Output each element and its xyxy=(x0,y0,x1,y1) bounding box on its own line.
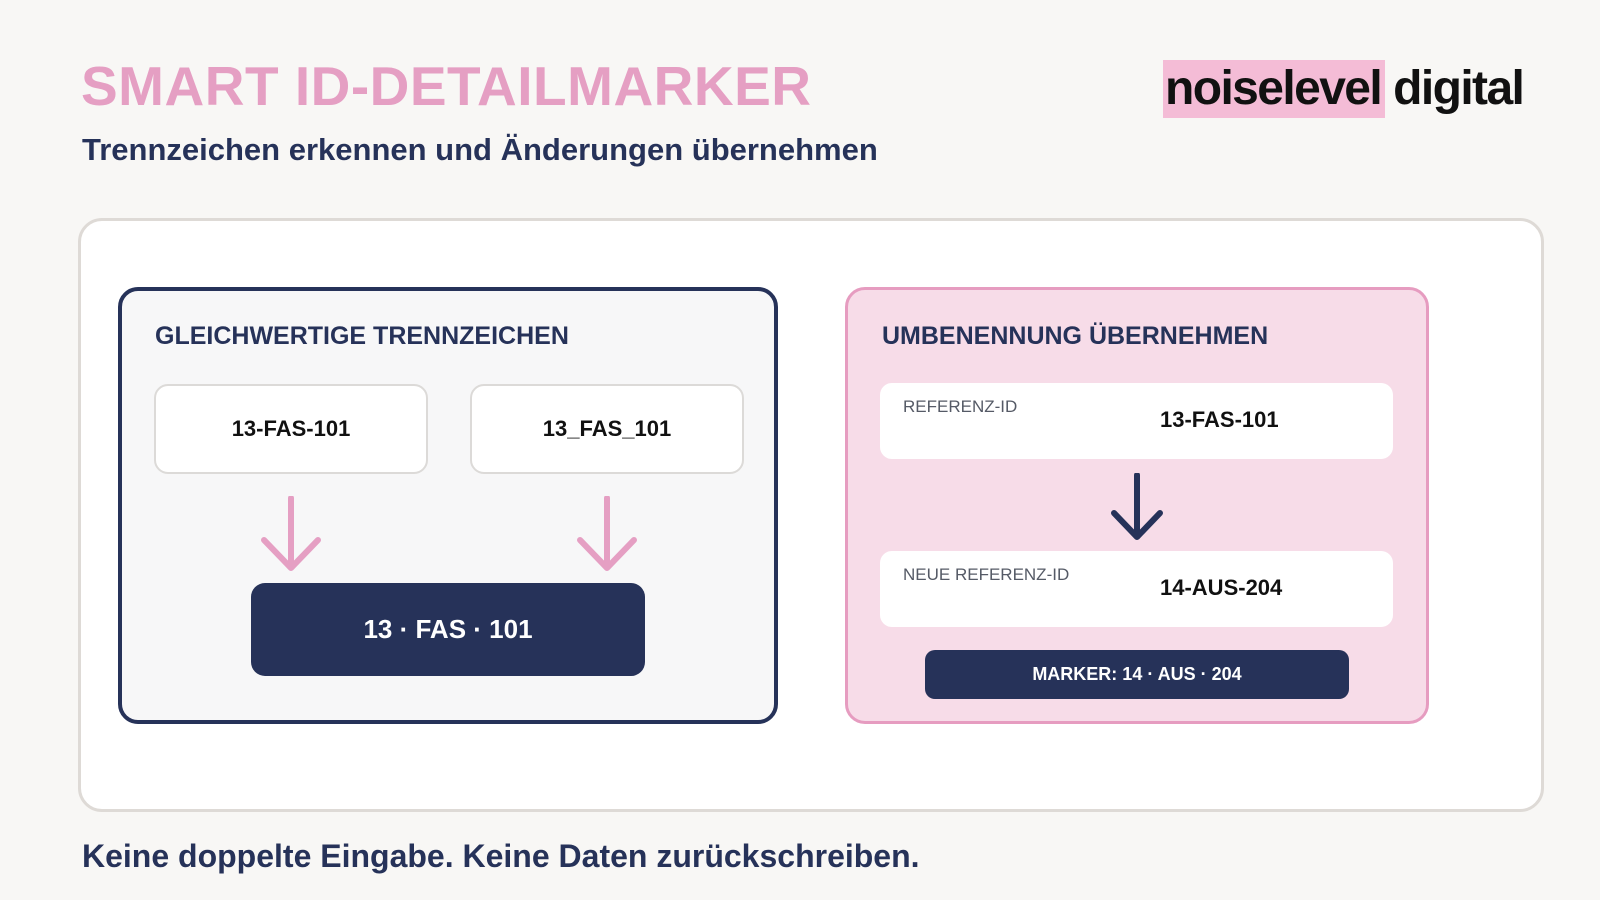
new-reference-id-label: NEUE REFERENZ-ID xyxy=(903,565,1070,584)
arrow-down-icon xyxy=(1111,473,1163,540)
marker-badge: MARKER: 14 · AUS · 204 xyxy=(925,650,1349,699)
logo-rest-text: digital xyxy=(1393,62,1525,115)
footer-statement: Keine doppelte Eingabe. Keine Daten zurü… xyxy=(82,838,920,874)
rename-heading: UMBENENNUNG ÜBERNEHMEN xyxy=(882,322,1269,350)
id-input-underscore: 13_FAS_101 xyxy=(470,384,744,474)
normalized-id-result: 13 · FAS · 101 xyxy=(251,583,645,676)
reference-id-label: REFERENZ-ID xyxy=(903,397,1018,416)
logo-highlight-text: noiselevel xyxy=(1163,60,1386,118)
new-reference-id-value: 14-AUS-204 xyxy=(1160,575,1283,600)
arrow-down-icon xyxy=(577,496,637,571)
reference-id-value: 13-FAS-101 xyxy=(1160,407,1279,432)
arrow-down-icon xyxy=(261,496,321,571)
page-title: SMART ID-DETAILMARKER xyxy=(81,55,812,117)
id-input-hyphen: 13-FAS-101 xyxy=(154,384,428,474)
page-subtitle: Trennzeichen erkennen und Änderungen übe… xyxy=(82,132,878,167)
equivalent-separators-heading: GLEICHWERTIGE TRENNZEICHEN xyxy=(155,322,569,350)
brand-logo: noiselevel digital xyxy=(1163,60,1525,118)
new-reference-id-box: NEUE REFERENZ-ID 14-AUS-204 xyxy=(880,551,1393,627)
reference-id-box: REFERENZ-ID 13-FAS-101 xyxy=(880,383,1393,459)
